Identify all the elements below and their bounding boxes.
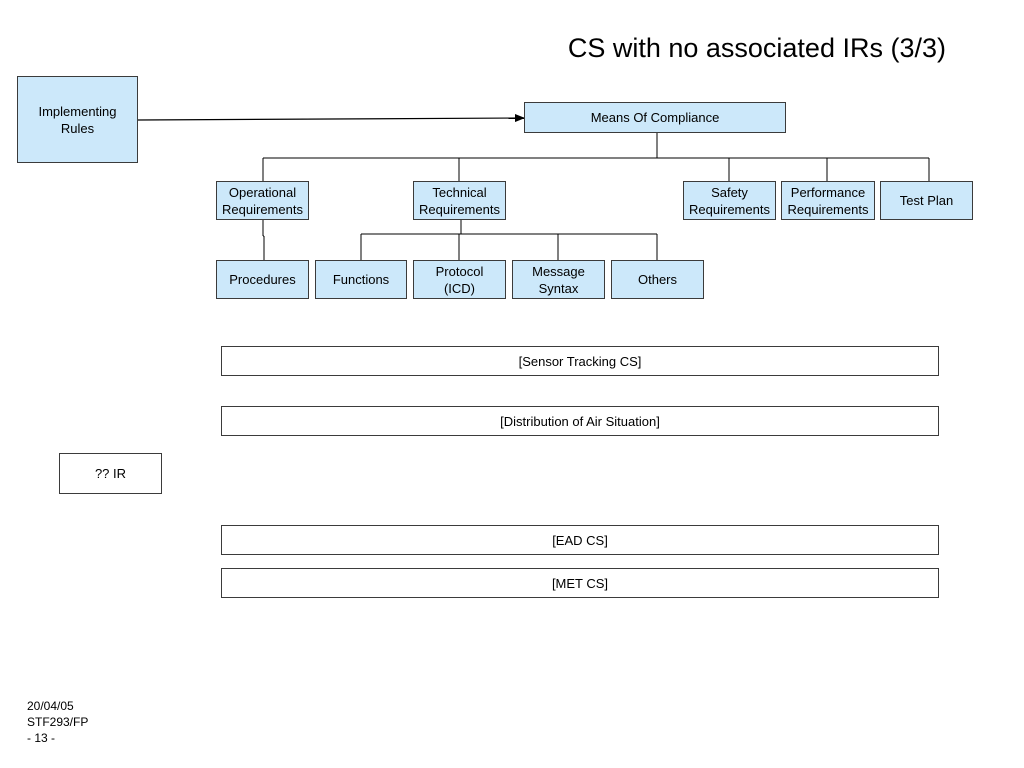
met-cs-bar: [MET CS] <box>221 568 939 598</box>
procedures-box: Procedures <box>216 260 309 299</box>
means-of-compliance-box: Means Of Compliance <box>524 102 786 133</box>
ir-label: ?? IR <box>94 466 127 481</box>
operational-requirements-label: Operational Requirements <box>222 184 303 217</box>
performance-requirements-box: Performance Requirements <box>781 181 875 220</box>
means-of-compliance-label: Means Of Compliance <box>590 110 720 125</box>
message-syntax-box: Message Syntax <box>512 260 605 299</box>
ir-box: ?? IR <box>59 453 162 494</box>
sensor-tracking-cs-bar: [Sensor Tracking CS] <box>221 346 939 376</box>
protocol-icd-label: Protocol (ICD) <box>435 263 484 296</box>
test-plan-label: Test Plan <box>899 193 954 208</box>
footer-reference: STF293/FP <box>27 715 89 729</box>
procedures-label: Procedures <box>229 272 296 287</box>
others-box: Others <box>611 260 704 299</box>
distribution-air-situation-label: [Distribution of Air Situation] <box>500 413 660 429</box>
implementing-rules-box: Implementing Rules <box>17 76 138 163</box>
technical-requirements-label: Technical Requirements <box>419 184 500 217</box>
safety-requirements-label: Safety Requirements <box>689 184 770 217</box>
operational-requirements-box: Operational Requirements <box>216 181 309 220</box>
technical-requirements-box: Technical Requirements <box>413 181 506 220</box>
slide-title: CS with no associated IRs (3/3) <box>567 33 946 63</box>
operational-tree-lines <box>262 220 265 260</box>
ead-cs-bar: [EAD CS] <box>221 525 939 555</box>
distribution-air-situation-bar: [Distribution of Air Situation] <box>221 406 939 436</box>
footer: 20/04/05 STF293/FP - 13 - <box>27 698 88 746</box>
moc-tree-lines <box>262 133 930 181</box>
footer-page-number: - 13 - <box>27 731 56 745</box>
safety-requirements-box: Safety Requirements <box>683 181 776 220</box>
test-plan-box: Test Plan <box>880 181 973 220</box>
functions-label: Functions <box>332 272 390 287</box>
technical-tree-lines <box>360 220 658 260</box>
others-label: Others <box>637 272 677 287</box>
ead-cs-label: [EAD CS] <box>552 532 608 548</box>
arrow-implementing-to-moc <box>137 114 525 123</box>
protocol-icd-box: Protocol (ICD) <box>413 260 506 299</box>
message-syntax-label: Message Syntax <box>532 263 585 296</box>
functions-box: Functions <box>315 260 407 299</box>
met-cs-label: [MET CS] <box>551 575 609 591</box>
footer-date: 20/04/05 <box>27 699 74 713</box>
sensor-tracking-cs-label: [Sensor Tracking CS] <box>518 353 642 369</box>
performance-requirements-label: Performance Requirements <box>787 184 869 217</box>
implementing-rules-label: Implementing Rules <box>38 103 117 136</box>
